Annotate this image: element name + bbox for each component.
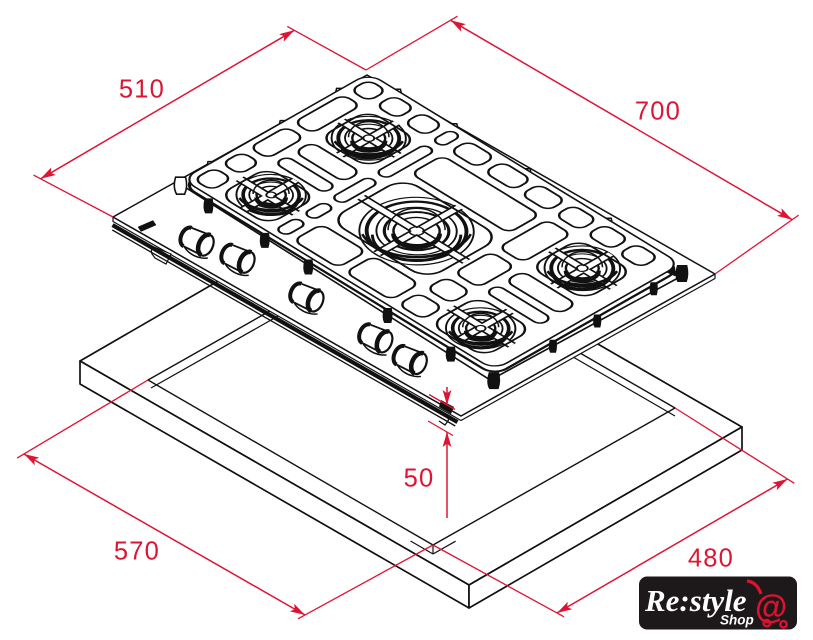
svg-text:570: 570 <box>114 538 160 566</box>
svg-text:480: 480 <box>688 545 734 573</box>
svg-text:50: 50 <box>404 465 435 493</box>
svg-text:Re:style: Re:style <box>644 583 747 618</box>
svg-text:Shop: Shop <box>720 613 754 628</box>
svg-text:700: 700 <box>635 98 681 126</box>
svg-text:510: 510 <box>119 76 165 104</box>
